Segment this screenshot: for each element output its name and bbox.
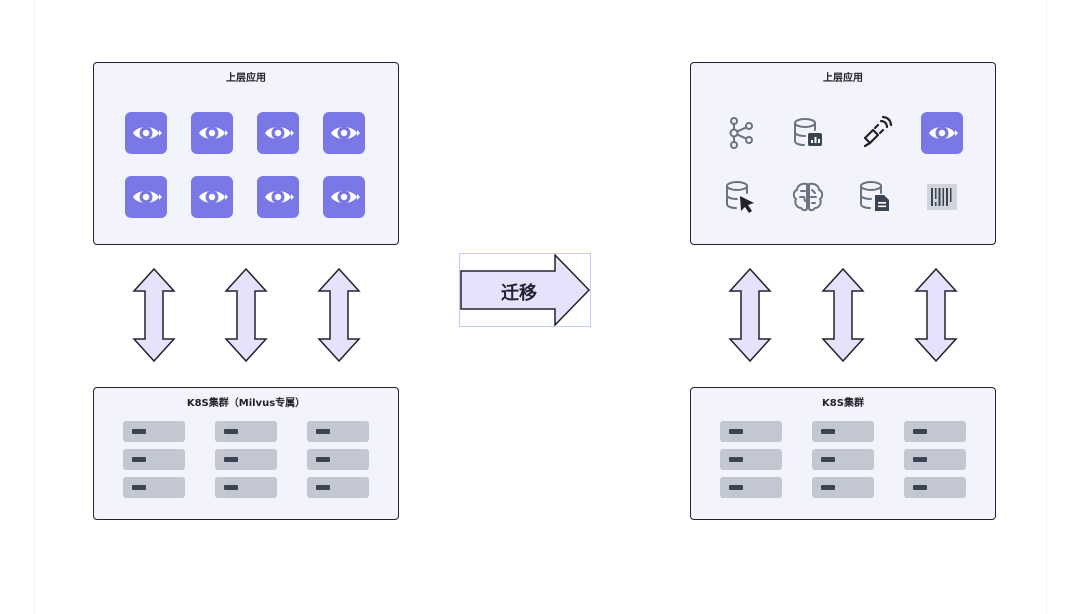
panel-title: 上层应用: [226, 73, 266, 84]
server-unit: [123, 477, 185, 498]
server-led: [224, 429, 238, 434]
server-unit: [215, 449, 277, 470]
server-unit: [904, 449, 966, 470]
server-led: [913, 457, 927, 462]
server-led: [224, 485, 238, 490]
eye-icon: [257, 112, 299, 154]
server-unit: [123, 449, 185, 470]
brain-circuit-icon: [787, 176, 829, 218]
server-unit: [720, 477, 782, 498]
double-arrow: [131, 267, 177, 367]
barcode-icon: [921, 176, 963, 218]
right-cluster-panel: K8S集群: [690, 387, 996, 520]
server-led: [316, 485, 330, 490]
double-arrow: [727, 267, 773, 367]
server-led: [729, 457, 743, 462]
panel-title: 上层应用: [823, 73, 863, 84]
eye-icon: [191, 112, 233, 154]
server-led: [729, 485, 743, 490]
panel-title: K8S集群（Milvus专属）: [186, 398, 306, 409]
right-apps-panel: 上层应用: [690, 62, 996, 245]
graph-nodes-icon: [720, 112, 762, 154]
server-led: [132, 485, 146, 490]
database-document-icon: [854, 176, 896, 218]
double-arrow: [223, 267, 269, 367]
eye-icon: [191, 176, 233, 218]
server-led: [913, 429, 927, 434]
server-unit: [904, 421, 966, 442]
double-arrow: [316, 267, 362, 367]
server-led: [132, 457, 146, 462]
server-led: [821, 457, 835, 462]
eye-icon: [323, 112, 365, 154]
server-led: [224, 457, 238, 462]
guide-line: [34, 0, 35, 614]
server-unit: [215, 421, 277, 442]
database-chart-icon: [787, 112, 829, 154]
plug-icon: [854, 112, 896, 154]
server-led: [132, 429, 146, 434]
left-apps-panel: 上层应用: [93, 62, 399, 245]
double-arrow: [913, 267, 959, 367]
selection-box: [459, 253, 591, 327]
eye-icon: [921, 112, 963, 154]
database-cursor-icon: [720, 176, 762, 218]
server-led: [729, 429, 743, 434]
eye-icon: [125, 112, 167, 154]
left-cluster-panel: K8S集群（Milvus专属）: [93, 387, 399, 520]
server-unit: [307, 449, 369, 470]
server-unit: [307, 477, 369, 498]
eye-icon: [257, 176, 299, 218]
server-led: [913, 485, 927, 490]
server-unit: [812, 477, 874, 498]
server-led: [821, 429, 835, 434]
eye-icon: [125, 176, 167, 218]
server-unit: [812, 421, 874, 442]
right-arrow-shape: [460, 253, 591, 327]
migration-label: 迁移: [501, 283, 537, 304]
server-unit: [215, 477, 277, 498]
server-led: [316, 457, 330, 462]
migration-arrow: 迁移: [459, 253, 591, 327]
panel-title: K8S集群: [822, 398, 864, 409]
server-unit: [904, 477, 966, 498]
server-unit: [720, 449, 782, 470]
server-led: [821, 485, 835, 490]
guide-line: [1046, 0, 1047, 614]
double-arrow: [820, 267, 866, 367]
server-unit: [720, 421, 782, 442]
server-unit: [812, 449, 874, 470]
server-led: [316, 429, 330, 434]
server-unit: [307, 421, 369, 442]
eye-icon: [323, 176, 365, 218]
server-unit: [123, 421, 185, 442]
